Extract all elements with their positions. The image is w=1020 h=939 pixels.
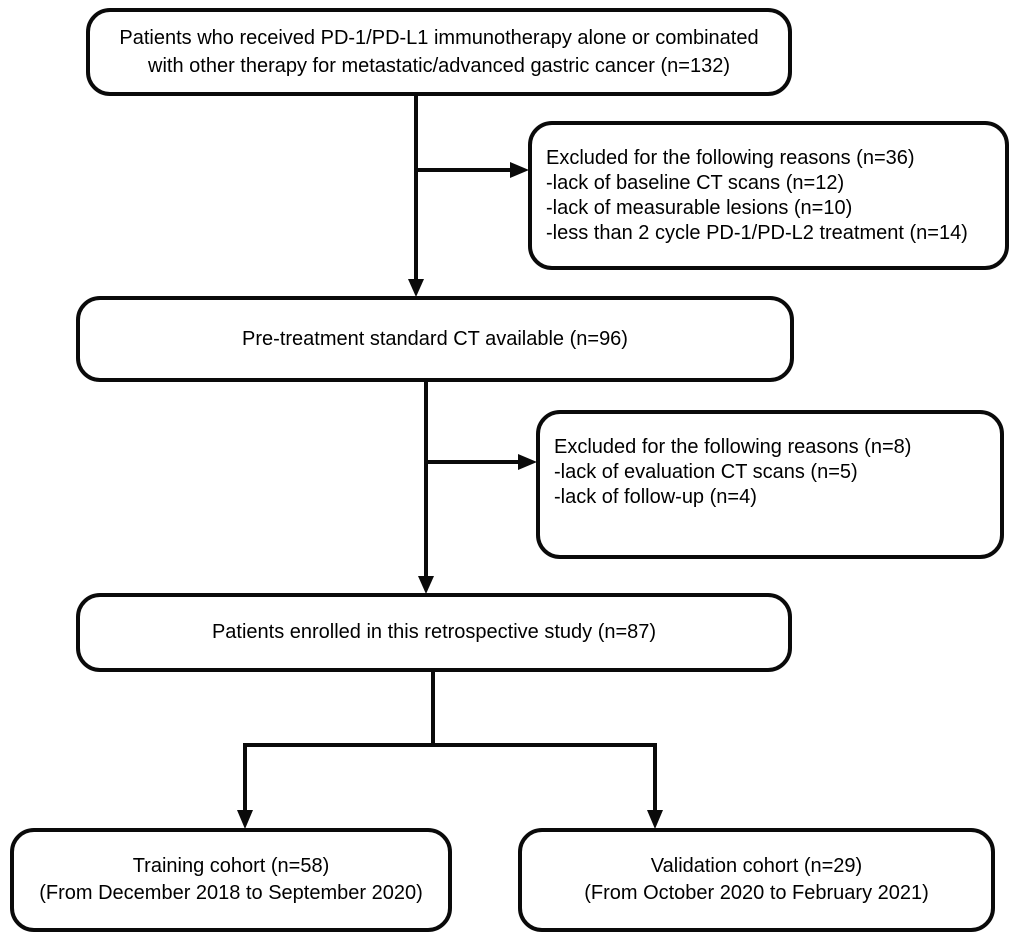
box-pretreatment-ct: Pre-treatment standard CT available (n=9…: [76, 296, 794, 382]
box-training-cohort: Training cohort (n=58) (From December 20…: [10, 828, 452, 932]
text-line: Patients enrolled in this retrospective …: [211, 621, 657, 643]
exclusion-title: Excluded for the following reasons (n=36…: [546, 146, 915, 169]
arrowhead-into-enrolled: [418, 576, 434, 594]
exclusion-item: -lack of baseline CT scans (n=12): [546, 171, 845, 194]
connector-split-bar: [243, 743, 657, 813]
arrowhead-into-validation: [647, 810, 663, 829]
text-line: Pre-treatment standard CT available (n=9…: [242, 327, 628, 350]
box-training-cohort-text: Training cohort (n=58) (From December 20…: [39, 853, 423, 907]
box-excluded-reasons-1: Excluded for the following reasons (n=36…: [528, 121, 1009, 270]
box-enrolled-patients-text: Patients enrolled in this retrospective …: [212, 620, 656, 645]
box-initial-patients-text: Patients who received PD-1/PD-L1 immunot…: [119, 24, 758, 80]
text-line: with other therapy for metastatic/advanc…: [148, 55, 730, 77]
box-excluded-reasons-1-text: Excluded for the following reasons (n=36…: [546, 146, 968, 246]
exclusion-item: -less than 2 cycle PD-1/PD-L2 treatment …: [546, 221, 968, 244]
cohort-date-range: (From December 2018 to September 2020): [39, 882, 423, 904]
text-line: Patients who received PD-1/PD-L1 immunot…: [119, 27, 759, 49]
cohort-name: Training cohort (n=58): [132, 855, 330, 877]
arrowhead-into-training: [237, 810, 253, 829]
box-initial-patients: Patients who received PD-1/PD-L1 immunot…: [86, 8, 792, 96]
arrowhead-into-excluded2: [518, 454, 537, 470]
exclusion-item: -lack of measurable lesions (n=10): [546, 196, 853, 219]
exclusion-item: -lack of evaluation CT scans (n=5): [554, 461, 858, 483]
arrowhead-into-excluded1: [510, 162, 529, 178]
box-validation-cohort: Validation cohort (n=29) (From October 2…: [518, 828, 995, 932]
cohort-name: Validation cohort (n=29): [650, 855, 863, 877]
exclusion-item: -lack of follow-up (n=4): [554, 486, 757, 508]
exclusion-title: Excluded for the following reasons (n=8): [554, 436, 912, 458]
box-excluded-reasons-2-text: Excluded for the following reasons (n=8)…: [554, 435, 911, 534]
cohort-date-range: (From October 2020 to February 2021): [584, 882, 929, 904]
box-pretreatment-ct-text: Pre-treatment standard CT available (n=9…: [242, 327, 628, 352]
arrowhead-into-pretreatment: [408, 279, 424, 297]
box-validation-cohort-text: Validation cohort (n=29) (From October 2…: [584, 853, 929, 907]
box-excluded-reasons-2: Excluded for the following reasons (n=8)…: [536, 410, 1004, 559]
box-enrolled-patients: Patients enrolled in this retrospective …: [76, 593, 792, 672]
